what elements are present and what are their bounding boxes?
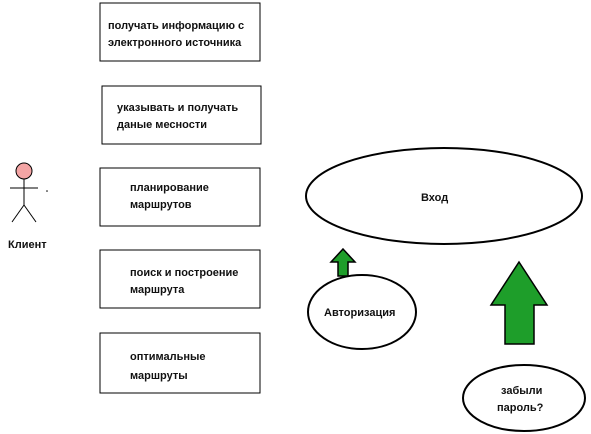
- ellipse-shape: [462, 364, 586, 432]
- ellipse-forgot-line-2: пароль?: [497, 402, 544, 414]
- use-case-text-line-2: маршрутов: [130, 199, 192, 211]
- use-case-box: [99, 2, 261, 62]
- use-case-text-line-2: маршрута: [130, 284, 185, 296]
- use-case-text-line-2: даные месности: [117, 119, 207, 131]
- use-case-box: [99, 249, 261, 309]
- actor-label: Клиент: [8, 239, 47, 251]
- use-case-box: [101, 85, 262, 145]
- use-case-4: поиск и построение маршрута: [99, 249, 261, 309]
- small-up-arrow-icon: [329, 247, 357, 277]
- ellipse-authorization-label: Авторизация: [324, 307, 395, 319]
- actor-right-leg: [23, 204, 37, 223]
- ellipse-login-label: Вход: [421, 192, 448, 204]
- use-case-1: получать информацию с электронного источ…: [99, 2, 261, 62]
- use-case-5: оптимальные маршруты: [99, 332, 261, 394]
- use-case-text-line-1: получать информацию с: [108, 20, 244, 32]
- ellipse-authorization: Авторизация: [307, 274, 417, 350]
- ellipse-login: Вход: [305, 147, 583, 245]
- ellipse-shape: [307, 274, 417, 350]
- use-case-box: [99, 332, 261, 394]
- use-case-3: планирование маршрутов: [99, 167, 261, 227]
- actor-head: [15, 162, 33, 180]
- actor-left-leg: [11, 204, 25, 223]
- actor-client: Клиент: [8, 162, 48, 251]
- use-case-text-line-1: планирование: [130, 182, 209, 194]
- use-case-text-line-1: указывать и получать: [117, 102, 238, 114]
- use-case-text-line-1: оптимальные: [130, 351, 206, 363]
- use-case-box: [99, 167, 261, 227]
- use-case-text-line-2: маршруты: [130, 370, 188, 382]
- ellipse-shape: [305, 147, 583, 245]
- use-case-text-line-2: электронного источника: [108, 37, 242, 49]
- large-up-arrow-icon: [489, 260, 549, 345]
- stray-dot: [46, 190, 48, 192]
- ellipse-forgot-password: забыли пароль?: [462, 364, 586, 432]
- ellipse-forgot-line-1: забыли: [501, 385, 542, 397]
- use-case-2: указывать и получать даные месности: [101, 85, 262, 145]
- use-case-text-line-1: поиск и построение: [130, 267, 238, 279]
